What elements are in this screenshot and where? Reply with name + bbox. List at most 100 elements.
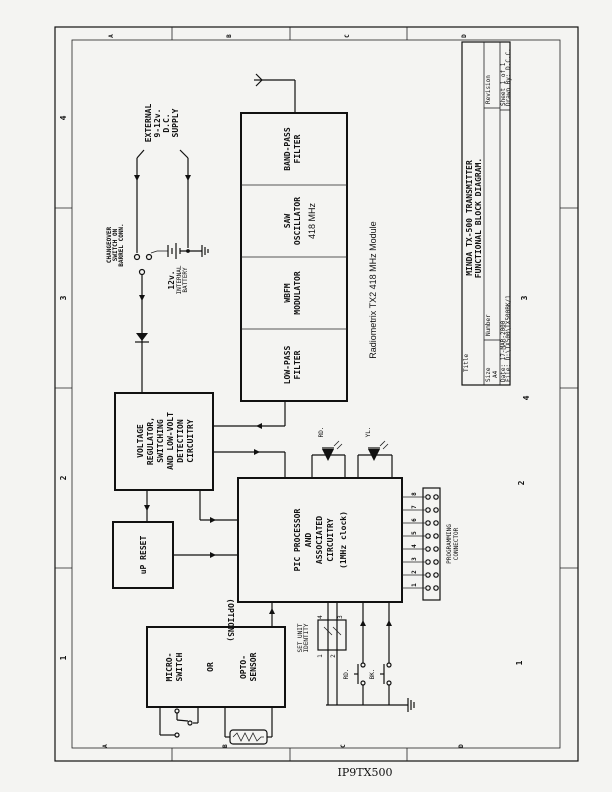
saw-oscillator-label: OSCILLATOR bbox=[293, 197, 302, 245]
col-label: C bbox=[340, 744, 347, 748]
saw-oscillator-label: SAW bbox=[283, 214, 292, 229]
label-line: DETECTION bbox=[176, 419, 185, 463]
label-line: SENSOR bbox=[249, 652, 258, 681]
opto-sensor-icon bbox=[224, 707, 273, 745]
arrow-icon bbox=[185, 175, 191, 181]
label-line: 12v. bbox=[167, 270, 176, 289]
label-line: BATTERY bbox=[182, 267, 189, 293]
arrow-icon bbox=[360, 620, 366, 626]
row-label: 3 bbox=[520, 295, 529, 300]
pic-processor-block: PIC PROCESSOR AND ASSOCIATED CIRCUITRY (… bbox=[237, 477, 403, 603]
options-block: (OPTIONS) MICRO- SWITCH OR OPTO- SENSOR bbox=[146, 598, 286, 708]
title-line-1: MINDA TX-500 TRANSMITTER bbox=[465, 160, 474, 276]
up-reset-label: uP RESET bbox=[139, 536, 148, 575]
button-rd-icon bbox=[354, 662, 366, 686]
col-label: D bbox=[461, 34, 468, 38]
pin-number: 6 bbox=[411, 518, 418, 522]
label-line: D.C. bbox=[162, 113, 171, 132]
pin-number: 2 bbox=[411, 570, 418, 574]
label-line: CHANGEOVER bbox=[106, 227, 113, 264]
led-rd-label: RD. bbox=[318, 427, 325, 438]
document-code: IP9TX500 bbox=[338, 766, 393, 779]
pin-number: 1 bbox=[411, 583, 418, 587]
programming-connector: 8 7 6 5 4 3 2 1 PROGRAMMING CONNECTOR bbox=[402, 487, 460, 601]
row-label: 2 bbox=[59, 475, 68, 480]
grid-ticks bbox=[55, 27, 578, 761]
label-line: BARREL CONN. bbox=[118, 223, 125, 266]
arrow-icon bbox=[269, 608, 275, 614]
label-line: CIRCUITRY bbox=[186, 419, 195, 463]
dip-pin: 2 bbox=[330, 654, 337, 658]
external-supply-label: EXTERNAL 9-12v. D.C. SUPPLY bbox=[144, 104, 180, 143]
up-reset-block: uP RESET bbox=[112, 521, 174, 589]
button-bk-label: BK. bbox=[369, 669, 376, 680]
label-line: ASSOCIATED bbox=[315, 516, 324, 564]
col-label: B bbox=[222, 744, 229, 748]
number-label: Number bbox=[485, 314, 492, 336]
label-line: OR bbox=[206, 662, 215, 672]
band-pass-filter-label: BAND-PASS bbox=[283, 127, 292, 171]
row-label: 4 bbox=[522, 395, 531, 400]
row-label: 4 bbox=[59, 115, 68, 120]
size-value: A4 bbox=[492, 370, 499, 378]
dip-switch: 4 3 1 2 SET UNIT IDENTITY bbox=[297, 615, 347, 658]
label-line: SWITCHING bbox=[156, 419, 165, 463]
low-pass-filter-label: FILTER bbox=[293, 350, 302, 379]
label-line: (1MHz clock) bbox=[339, 511, 348, 569]
button-rd-label: RD. bbox=[343, 669, 350, 680]
label-line: VOLTAGE bbox=[136, 424, 145, 458]
label-line: EXTERNAL bbox=[144, 104, 153, 143]
column-labels: A B C D A B C D bbox=[102, 34, 468, 748]
outer-border bbox=[54, 26, 579, 762]
arrow-icon bbox=[386, 620, 392, 626]
low-pass-filter-label: LOW-PASS bbox=[283, 346, 292, 385]
date: Date: 17-MAR-2000 bbox=[500, 320, 507, 382]
pin-number: 8 bbox=[411, 492, 418, 496]
inner-border bbox=[71, 39, 561, 749]
row-label: 1 bbox=[59, 655, 68, 660]
led-rd-icon bbox=[322, 440, 343, 461]
sheet: Sheet 1 of 1 bbox=[500, 62, 507, 106]
label-line: SWITCH ON bbox=[112, 228, 119, 261]
dip-label: IDENTITY bbox=[303, 623, 310, 652]
changeover-switch-label: CHANGEOVER SWITCH ON BARREL CONN. bbox=[106, 223, 125, 266]
arrow-icon bbox=[254, 449, 260, 455]
label-line: CIRCUITRY bbox=[326, 518, 335, 562]
arrow-icon bbox=[256, 423, 262, 429]
arrow-icon bbox=[139, 295, 145, 301]
drawn-by: Drawn By: D.C.C. bbox=[505, 48, 512, 106]
dip-pin: 3 bbox=[337, 615, 344, 619]
file: File: D:\TX500\TX500BK/1 bbox=[505, 295, 512, 382]
diode-icon bbox=[135, 333, 149, 343]
pin-number: 7 bbox=[411, 505, 418, 509]
connector-label: CONNECTOR bbox=[453, 527, 460, 560]
row-label: 2 bbox=[517, 480, 526, 485]
row-labels: 4 3 2 1 4 3 2 1 bbox=[59, 115, 531, 665]
connector-label: PROGRAMMING bbox=[446, 524, 453, 564]
antenna-icon bbox=[254, 73, 296, 113]
arrow-icon bbox=[134, 175, 140, 181]
col-label: D bbox=[458, 744, 465, 748]
arrow-icon bbox=[210, 552, 216, 558]
wbfm-modulator-label: WBFM bbox=[283, 283, 292, 302]
led-yl-label: YL. bbox=[365, 427, 372, 438]
microswitch-icon bbox=[159, 707, 199, 738]
label-line: 9-12v. bbox=[153, 109, 162, 138]
col-label: C bbox=[344, 34, 351, 38]
col-label: A bbox=[108, 34, 115, 38]
rf-module: BAND-PASS FILTER SAW OSCILLATOR 418 MHz … bbox=[240, 112, 348, 402]
battery-label: 12v. INTERNAL BATTERY bbox=[167, 265, 189, 294]
label-line: OPTO- bbox=[239, 655, 248, 679]
col-label: B bbox=[226, 34, 233, 38]
options-heading: (OPTIONS) bbox=[226, 598, 235, 641]
wbfm-modulator-label: MODULATOR bbox=[293, 271, 302, 315]
label-line: AND bbox=[304, 533, 313, 548]
button-bk-icon bbox=[380, 662, 392, 686]
label-line: AND LOW-VOLT bbox=[166, 412, 175, 470]
arrow-icon bbox=[210, 517, 216, 523]
revision-label: Revision bbox=[485, 75, 492, 104]
band-pass-filter-label: FILTER bbox=[293, 134, 302, 163]
dip-pin: 4 bbox=[317, 615, 324, 619]
saw-frequency: 418 MHz bbox=[307, 202, 317, 239]
